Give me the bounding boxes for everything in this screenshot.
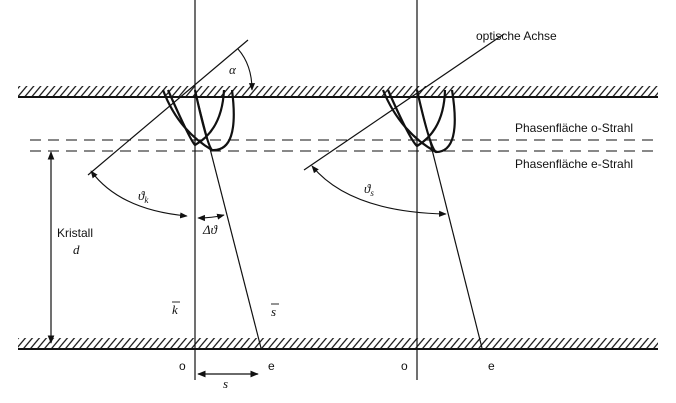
theta-s-subscript: s (370, 188, 374, 198)
index-ellipse-outer (193, 89, 235, 152)
o-label-left: o (179, 359, 186, 373)
index-ellipse-inner (161, 89, 213, 151)
alpha-arc (237, 48, 256, 91)
theta-s-label: ϑs (364, 181, 374, 198)
crystal-label: Kristall (57, 226, 93, 240)
top-surface (18, 86, 658, 98)
theta-k-arc (90, 170, 188, 219)
theta-s-symbol: ϑ (364, 181, 371, 196)
o-label-right: o (401, 359, 408, 373)
index-ellipse-mid-right (386, 89, 447, 148)
phase-front-o-label: Phasenfläche o-Strahl (515, 121, 633, 135)
theta-s-arc (311, 165, 447, 217)
e-label-left: e (268, 359, 275, 373)
bottom-surface (18, 338, 658, 350)
left-construction (47, 0, 262, 380)
delta-theta-label: Δϑ (202, 222, 218, 237)
theta-k-symbol: ϑ (138, 188, 145, 203)
thickness-label: d (73, 242, 80, 257)
e-label-right: e (488, 359, 495, 373)
delta-theta-arc (197, 213, 225, 222)
shift-label: s (223, 376, 228, 391)
right-construction (303, 0, 505, 380)
optical-axis-left (87, 39, 249, 176)
alpha-label: α (229, 62, 237, 77)
s-vector-label: s (271, 303, 279, 319)
k-vector-text: k (172, 302, 178, 317)
optical-axis-right (303, 33, 505, 171)
theta-k-label: ϑk (138, 188, 149, 205)
theta-k-subscript: k (144, 195, 149, 205)
index-ellipse-mid (166, 89, 226, 147)
k-vector-label: k (172, 301, 180, 317)
optical-axis-label: optische Achse (476, 29, 557, 43)
s-vector-text: s (271, 304, 276, 319)
phase-front-e-label: Phasenfläche e-Strahl (515, 157, 633, 171)
